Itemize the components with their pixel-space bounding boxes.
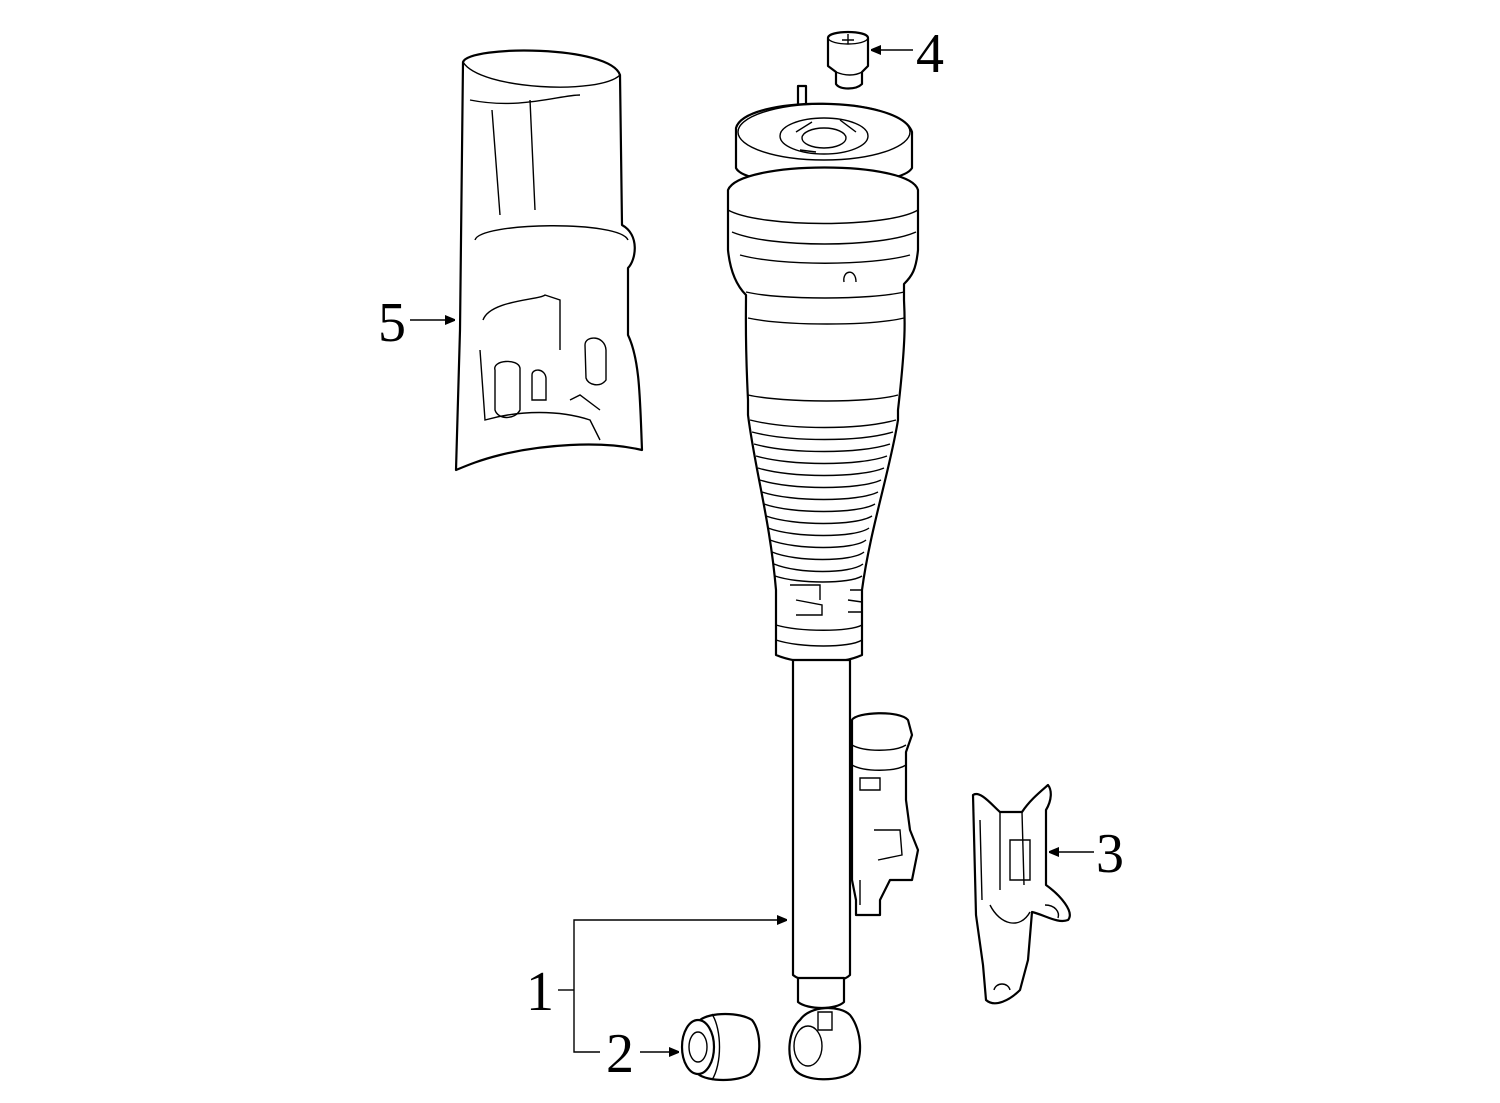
bellows-rings [749,419,897,583]
top-nut-part[interactable] [826,30,870,90]
callout-4: 4 [916,23,944,85]
bushing-part[interactable] [680,1012,761,1082]
callout-leaders [410,50,1094,1052]
callout-2: 2 [606,1023,634,1085]
heat-shield-part[interactable] [454,49,644,472]
air-strut-part[interactable] [726,84,920,1081]
callout-1: 1 [526,961,554,1023]
bracket-part[interactable] [971,783,1071,1005]
leader-1-2 [573,990,600,1053]
callout-5: 5 [378,292,406,354]
leader-1 [573,920,786,990]
callout-3: 3 [1096,823,1124,885]
